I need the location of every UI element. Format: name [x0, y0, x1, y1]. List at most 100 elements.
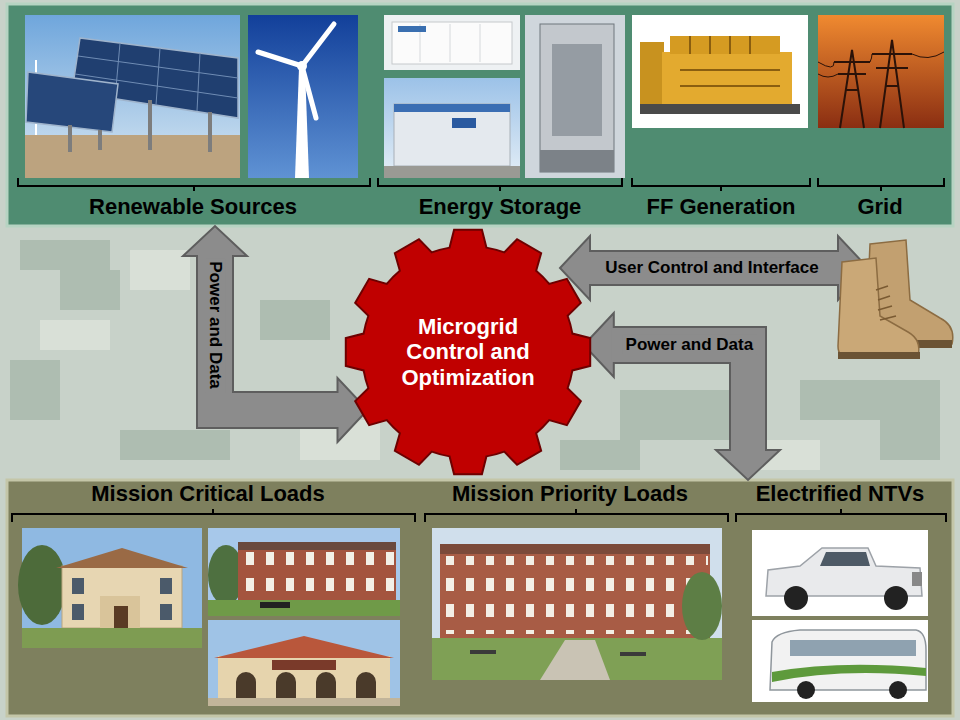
user-interface-arrow — [560, 236, 868, 300]
ground — [208, 698, 400, 706]
brick-building — [440, 552, 710, 638]
cannon — [260, 602, 290, 608]
sky — [208, 620, 400, 706]
engine-body — [662, 52, 792, 104]
container-ribs — [420, 24, 480, 62]
arches — [236, 672, 376, 698]
camo-patch — [40, 320, 110, 350]
battery-building — [394, 104, 510, 166]
tables — [470, 650, 646, 656]
sky — [818, 15, 944, 128]
tree — [682, 572, 722, 640]
building-stripe — [394, 104, 510, 112]
power-data-arrow — [183, 226, 368, 442]
load-band: Mission Critical Loads Mission Priority L… — [7, 480, 953, 716]
storage-cabinet — [540, 24, 614, 172]
roof — [238, 542, 396, 550]
sky — [25, 15, 240, 178]
truck-photo — [752, 530, 928, 616]
turbine-hub — [297, 61, 307, 71]
photo-ground — [752, 620, 928, 702]
storage-photos — [384, 15, 625, 178]
camo-patch — [560, 440, 640, 470]
wheel — [889, 681, 907, 699]
arrow-head — [716, 450, 780, 480]
gear-label: Microgrid Control and Optimization — [383, 314, 553, 390]
door — [114, 606, 128, 628]
photo-ground — [525, 15, 625, 178]
lawn — [208, 600, 400, 616]
band-label: Energy Storage — [419, 194, 582, 219]
sky — [384, 78, 520, 178]
load-band-fill — [7, 480, 953, 716]
source-band: Renewable Sources Energy Storage FF Genera… — [7, 4, 953, 226]
brick-building — [238, 548, 396, 600]
sky — [248, 15, 358, 178]
source-band-fill — [7, 4, 953, 226]
bus-stripe — [772, 665, 926, 682]
ground — [25, 135, 240, 178]
wires — [818, 52, 944, 77]
engine-top — [670, 36, 780, 54]
band-label: Electrified NTVs — [756, 481, 925, 506]
power-data-arrow — [584, 313, 780, 480]
wheel — [797, 681, 815, 699]
building — [218, 656, 390, 698]
engine-detail — [680, 36, 780, 86]
building-photo — [208, 528, 400, 616]
camo-patch — [800, 380, 940, 420]
boot-sole — [838, 352, 920, 359]
photo-ground — [632, 15, 808, 128]
building-photo — [18, 528, 202, 648]
panel-legs — [70, 100, 210, 152]
sign — [272, 660, 336, 670]
arrow-shaft — [612, 345, 748, 452]
arrow-label: Power and Data — [623, 335, 757, 355]
roof — [440, 544, 710, 554]
lawn — [432, 638, 722, 680]
truck-window — [820, 552, 870, 566]
photo-ground — [384, 15, 520, 70]
generator-photo — [632, 15, 808, 128]
container — [392, 22, 512, 64]
cabinet-base — [540, 150, 614, 172]
tree — [18, 545, 66, 625]
band-label: Mission Critical Loads — [91, 481, 325, 506]
solar-photo — [25, 15, 240, 178]
control-gear: Microgrid Control and Optimization — [343, 227, 593, 477]
band-label: FF Generation — [646, 194, 795, 219]
lawn — [22, 628, 202, 648]
camo-patch — [880, 420, 940, 460]
photo-ground — [752, 530, 928, 616]
arrow-shaft-outline — [215, 254, 340, 410]
arrow-label: User Control and Interface — [602, 258, 822, 278]
windows — [442, 556, 708, 634]
camo-patch — [10, 360, 60, 420]
camo-patch — [60, 270, 120, 310]
wheel — [784, 586, 808, 610]
engine-base — [640, 104, 800, 114]
portico — [100, 596, 140, 628]
dorm-photo — [432, 528, 722, 680]
camo-patch — [620, 390, 740, 440]
solar-panel — [26, 72, 118, 132]
tile-roof — [214, 636, 394, 658]
band-label: Mission Priority Loads — [452, 481, 688, 506]
group-bracket — [12, 509, 946, 522]
building — [62, 566, 182, 628]
grille — [912, 572, 922, 586]
camo-patch — [20, 240, 110, 270]
radiator — [640, 42, 664, 106]
wind-photo — [248, 15, 358, 178]
bus-body — [770, 630, 926, 690]
camo-patch — [260, 300, 330, 340]
band-label: Renewable Sources — [89, 194, 297, 219]
wheel — [884, 586, 908, 610]
band-label: Grid — [857, 194, 902, 219]
roof — [56, 548, 188, 568]
path — [540, 640, 610, 680]
pylons — [834, 40, 912, 128]
logo-mark — [452, 118, 476, 128]
turbine-blades — [258, 24, 334, 118]
logo-mark — [398, 26, 426, 32]
